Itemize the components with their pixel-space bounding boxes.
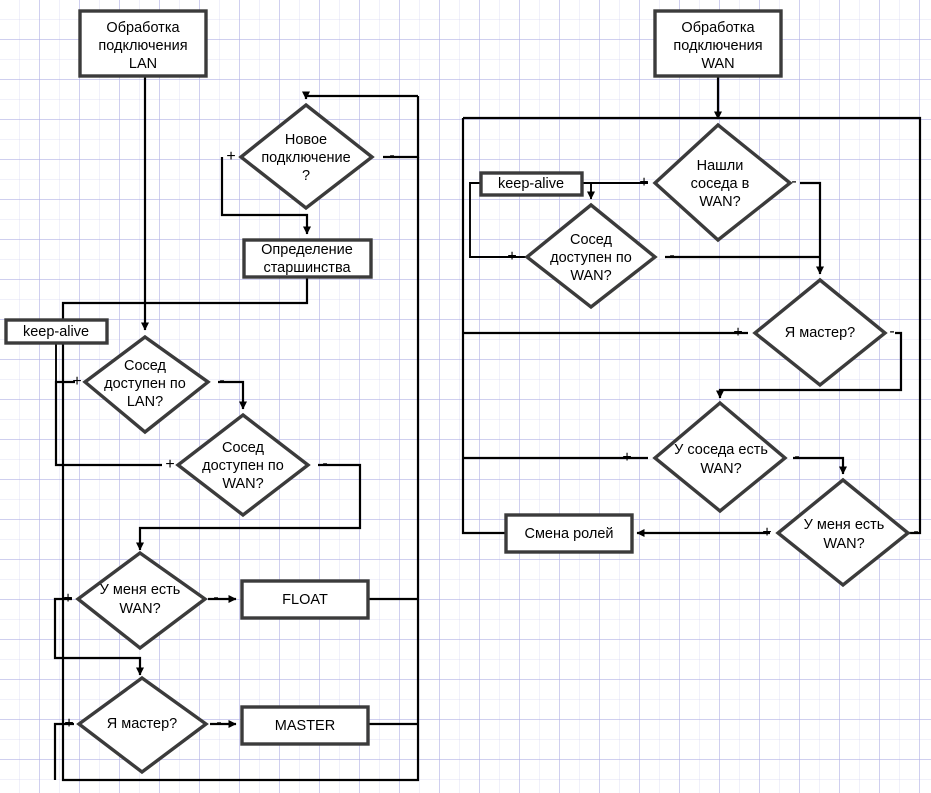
neighbor-lan-no-sign: - xyxy=(219,372,224,389)
master-box[interactable] xyxy=(240,705,370,746)
lan-keepalive-box[interactable] xyxy=(4,318,109,345)
decision-neighbor-wan-reachable[interactable] xyxy=(524,202,658,310)
edge-seniority-to-bottom-rail xyxy=(61,157,420,782)
edge-wan-am-master-no xyxy=(716,331,903,399)
edge-am-master-yes xyxy=(53,722,74,780)
wan-start-box[interactable] xyxy=(653,9,783,78)
float-label: FLOAT xyxy=(282,592,328,608)
neighbor-wan-yes-sign: + xyxy=(165,456,174,473)
decision-found-neighbor-wan[interactable] xyxy=(652,122,793,243)
i-have-wan-no-sign: - xyxy=(913,523,918,540)
have-wan-line2: WAN? xyxy=(119,601,160,617)
am-master-wan-no-sign: - xyxy=(889,323,894,340)
am-master-lan-label: Я мастер? xyxy=(107,716,177,732)
neighbor-lan-line3: LAN? xyxy=(127,394,163,410)
edge-new-connection-no-right xyxy=(383,96,420,159)
master-label: MASTER xyxy=(275,718,335,734)
am-master-wan-label: Я мастер? xyxy=(785,325,855,341)
neighbor-wan-no-sign: - xyxy=(322,455,327,472)
edge-loop-into-new-connection xyxy=(302,91,418,100)
wan-keepalive-box[interactable] xyxy=(479,171,584,197)
wan-neighbor-line3: WAN? xyxy=(570,268,611,284)
new-connection-yes-sign: + xyxy=(226,148,235,165)
edge-have-wan-yes xyxy=(53,597,144,676)
wan-neighbor-no-sign: - xyxy=(669,247,674,264)
edge-found-neighbor-no xyxy=(800,181,824,275)
wan-neighbor-line1: Сосед xyxy=(570,232,613,248)
wan-start-label-line1: Обработка xyxy=(681,20,755,36)
role-switch-label: Смена ролей xyxy=(524,526,613,542)
decision-neighbor-wan-lan-branch[interactable] xyxy=(175,412,311,518)
lan-start-label-line3: LAN xyxy=(129,56,157,72)
wan-neighbor-yes-sign: + xyxy=(507,248,516,265)
have-wan-line1: У меня есть xyxy=(100,582,181,598)
edge-neighbor-lan-no xyxy=(218,380,247,410)
i-have-wan-yes-sign: + xyxy=(762,524,771,541)
neighbor-wan-line3: WAN? xyxy=(222,476,263,492)
found-neighbor-yes-sign: + xyxy=(639,174,648,191)
i-have-wan-line2: WAN? xyxy=(823,536,864,552)
new-connection-line1: Новое xyxy=(285,132,327,148)
edge-wan-outer-rail-left xyxy=(461,118,506,535)
neighbor-lan-yes-sign: + xyxy=(72,373,81,390)
neighbor-has-wan-yes-sign: + xyxy=(622,449,631,466)
am-master-lan-no-sign: - xyxy=(216,714,221,731)
wan-start-label-line3: WAN xyxy=(701,56,734,72)
new-connection-no-sign: - xyxy=(389,147,394,164)
am-master-wan-yes-sign: + xyxy=(733,324,742,341)
edge-neighbor-has-wan-no xyxy=(793,456,847,475)
seniority-line1: Определение xyxy=(261,242,353,258)
decision-neighbor-lan[interactable] xyxy=(82,334,211,435)
neighbor-lan-line1: Сосед xyxy=(124,358,167,374)
decision-new-connection[interactable] xyxy=(238,102,375,211)
decision-am-master-wan[interactable] xyxy=(752,277,888,388)
found-neighbor-line1: Нашли xyxy=(697,158,744,174)
neighbor-wan-line2: доступен по xyxy=(202,458,284,474)
edge-new-connection-yes-loop xyxy=(220,157,311,235)
edge-wan-outer-rail-top xyxy=(463,116,922,535)
neighbor-has-wan-no-sign: - xyxy=(794,448,799,465)
am-master-lan-yes-sign: + xyxy=(64,715,73,732)
edge-neighbor-wan-no xyxy=(136,463,362,551)
seniority-line2: старшинства xyxy=(263,260,351,276)
role-switch-box[interactable] xyxy=(504,513,634,554)
new-connection-line3: ? xyxy=(302,168,310,184)
decision-have-wan-lan[interactable] xyxy=(75,550,208,651)
decision-neighbor-has-wan[interactable] xyxy=(652,400,788,514)
neighbor-has-wan-line1: У соседа есть xyxy=(674,442,768,458)
seniority-box[interactable] xyxy=(242,238,373,279)
i-have-wan-line1: У меня есть xyxy=(804,517,885,533)
lan-start-box[interactable] xyxy=(78,9,208,78)
new-connection-line2: подключение xyxy=(261,150,350,166)
decision-i-have-wan-wan[interactable] xyxy=(775,477,911,588)
lan-start-label-line2: подключения xyxy=(98,38,187,54)
wan-start-label-line2: подключения xyxy=(673,38,762,54)
neighbor-wan-line1: Сосед xyxy=(222,440,265,456)
have-wan-yes-sign: + xyxy=(63,590,72,607)
edge-neighbor-lan-yes xyxy=(54,380,162,467)
neighbor-lan-line2: доступен по xyxy=(104,376,186,392)
found-neighbor-line2: соседа в xyxy=(691,176,750,192)
found-neighbor-line3: WAN? xyxy=(699,194,740,210)
wan-neighbor-line2: доступен по xyxy=(550,250,632,266)
edge-wan-keepalive-loop-left xyxy=(469,182,527,258)
have-wan-no-sign: - xyxy=(213,589,218,606)
lan-keepalive-label: keep-alive xyxy=(23,324,89,340)
decision-am-master-lan[interactable] xyxy=(76,675,209,775)
lan-start-label-line1: Обработка xyxy=(106,20,180,36)
wan-keepalive-label: keep-alive xyxy=(498,176,564,192)
neighbor-has-wan-line2: WAN? xyxy=(700,461,741,477)
found-neighbor-no-sign: - xyxy=(791,173,796,190)
float-box[interactable] xyxy=(240,579,370,620)
